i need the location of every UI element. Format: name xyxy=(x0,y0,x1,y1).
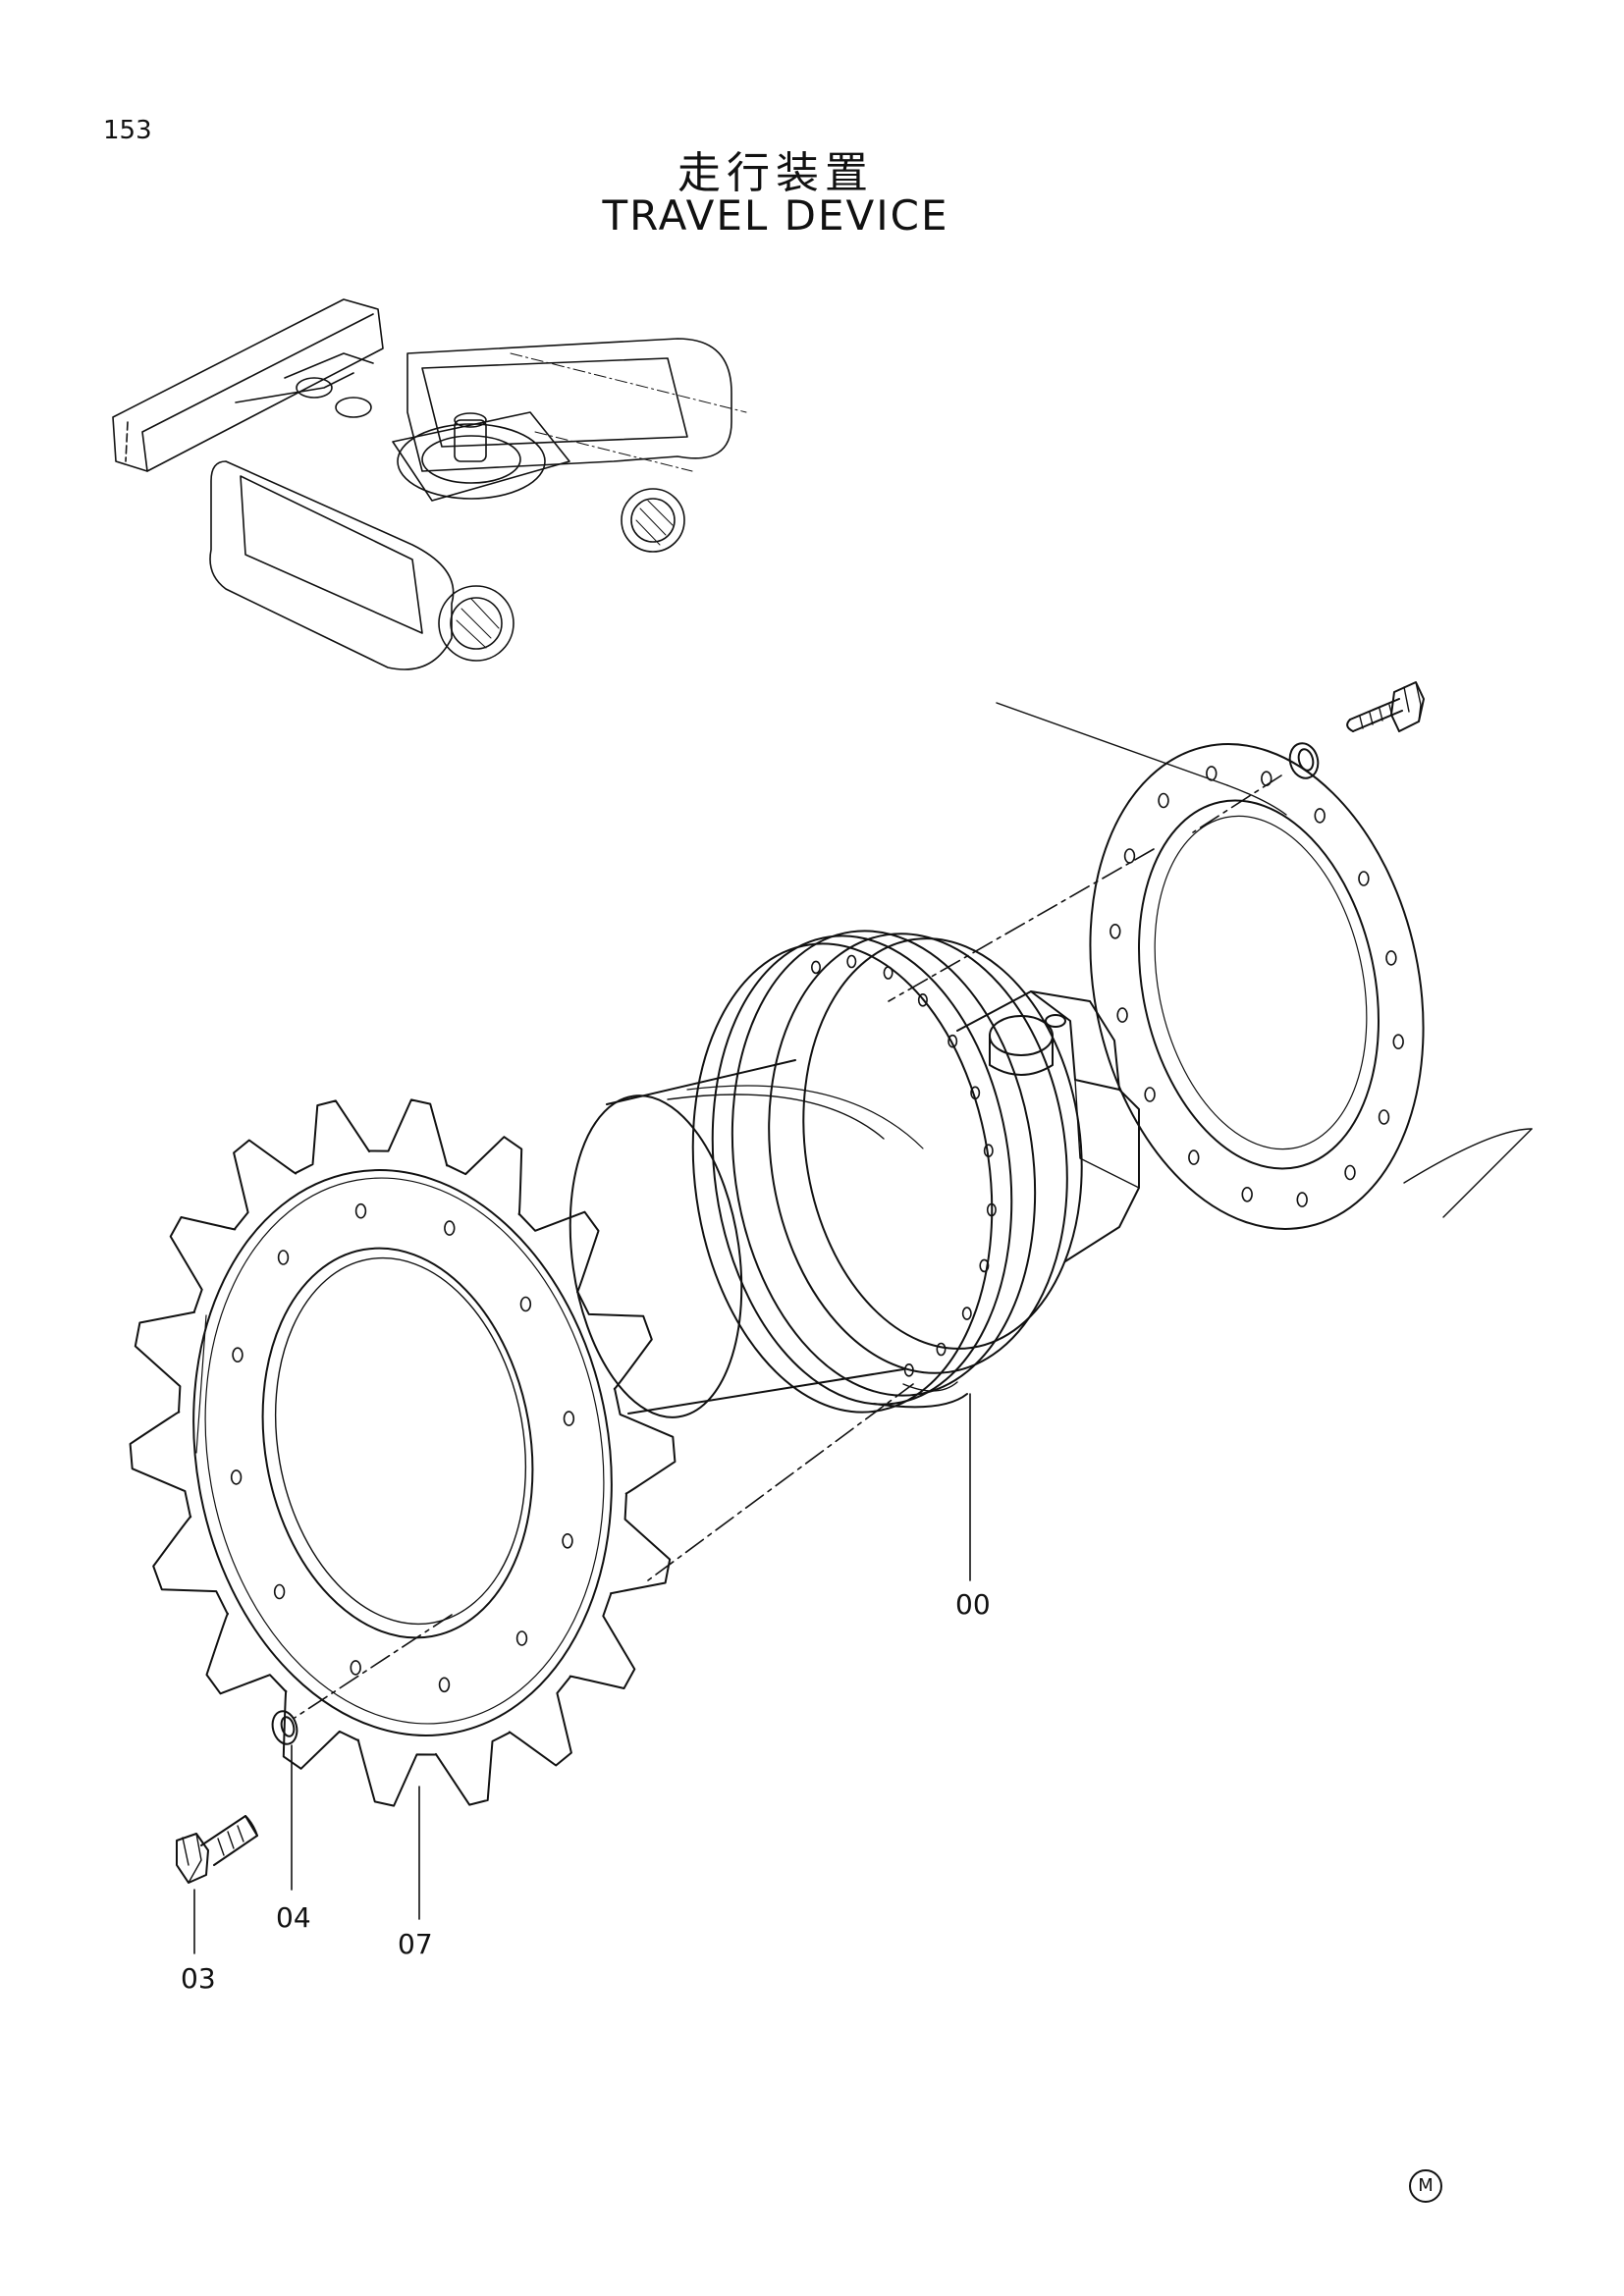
bolt-hole xyxy=(1385,950,1397,966)
bolt-hole xyxy=(810,960,821,975)
callout-04: 04 xyxy=(276,1901,311,1934)
bolt-hole xyxy=(903,1363,914,1377)
title-japanese: 走行装置 xyxy=(677,148,874,198)
bolt-hole xyxy=(1314,808,1326,824)
track-frame-outline xyxy=(996,702,1533,1218)
callout-03: 03 xyxy=(181,1962,216,1995)
assembly-line-sprocket xyxy=(294,1614,453,1719)
page-number: 153 xyxy=(103,116,152,145)
bolt-hole xyxy=(1296,1192,1308,1207)
title-english: TRAVEL DEVICE xyxy=(602,191,949,240)
bolt-hole xyxy=(1144,1087,1156,1102)
washer xyxy=(271,1710,298,1745)
hex-bolt xyxy=(176,1815,258,1884)
bolt-hole xyxy=(1344,1164,1356,1181)
bolt-hole xyxy=(1241,1187,1253,1202)
bolt-hole xyxy=(1110,923,1121,939)
bolt-hole xyxy=(936,1342,947,1357)
bolt-hole xyxy=(515,1630,528,1646)
leader-lines xyxy=(193,1393,971,1954)
bolt-hole xyxy=(883,966,893,980)
bolt-hole xyxy=(1188,1149,1200,1165)
callout-07: 07 xyxy=(398,1928,433,1960)
bolt-hole xyxy=(970,1086,981,1100)
bolt-hole xyxy=(277,1250,290,1265)
bolt-hole xyxy=(444,1220,456,1236)
bolt-hole xyxy=(350,1660,361,1676)
bolt-hole xyxy=(563,1411,575,1426)
bolt-hole xyxy=(1392,1034,1404,1049)
bolt-hole xyxy=(519,1296,532,1312)
bolt-hole xyxy=(1358,871,1370,886)
callout-00: 00 xyxy=(955,1588,991,1621)
bolt-hole xyxy=(846,954,857,969)
bolt-hole xyxy=(979,1258,990,1273)
bolt-hole xyxy=(273,1583,286,1600)
bolt-hole xyxy=(983,1144,994,1157)
mounting-flange xyxy=(1089,743,1425,1230)
bolt-hole xyxy=(986,1202,997,1217)
washer-upper xyxy=(1288,742,1320,779)
sprocket xyxy=(129,1098,677,1807)
bolt-hole xyxy=(438,1677,451,1693)
bolt-hole xyxy=(947,1034,958,1048)
flange-bolt-holes xyxy=(1110,766,1404,1207)
undercarriage-thumbnail xyxy=(112,298,747,670)
bolt-hole xyxy=(917,992,928,1007)
assembly-line-upper xyxy=(888,774,1282,1002)
bolt-hole xyxy=(1378,1109,1390,1125)
bolt-hole xyxy=(562,1533,573,1549)
bolt-hole xyxy=(1116,1007,1128,1023)
motor-flange-bolt-holes xyxy=(810,954,997,1377)
bolt-hole xyxy=(1158,792,1169,809)
bolt-hole xyxy=(232,1347,244,1362)
sprocket-bolt-holes xyxy=(230,1202,575,1693)
bolt-hole xyxy=(354,1202,367,1219)
bolt-hole xyxy=(961,1307,972,1320)
bolt-hole xyxy=(1206,766,1218,781)
assembly-line-lower xyxy=(647,1383,914,1581)
travel-motor-unit xyxy=(568,930,1140,1418)
bolt-upper xyxy=(1346,681,1425,732)
bolt-hole xyxy=(1123,848,1136,864)
bolt-hole xyxy=(230,1469,243,1485)
manufacturer-mark: M xyxy=(1409,2169,1442,2203)
